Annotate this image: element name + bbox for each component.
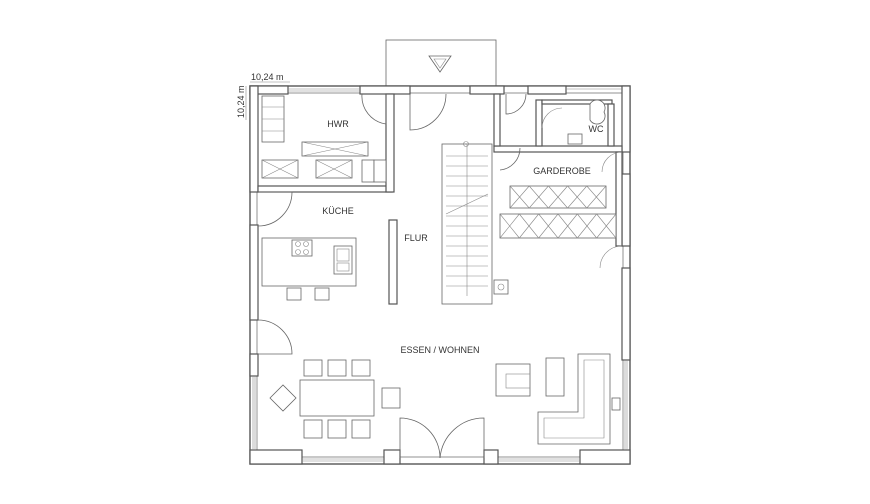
wc-furniture <box>567 99 606 145</box>
cabinet-hatch <box>577 213 597 239</box>
room-label-flur: FLUR <box>404 233 428 243</box>
cabinet-hatch <box>586 185 607 209</box>
cabinet-hatch <box>548 185 568 209</box>
outer-walls <box>249 85 631 465</box>
entrance-canopy <box>385 39 497 87</box>
cabinet-hatch <box>519 213 539 239</box>
cabinet-hatch <box>538 213 559 239</box>
room-label-kueche: KÜCHE <box>322 206 354 216</box>
cabinet-hatch <box>499 213 520 239</box>
cabinet-hatch <box>567 185 588 209</box>
dimension-labels: 10,24 m 10,24 m <box>236 72 290 120</box>
room-label-wc: WC <box>589 124 604 134</box>
dining-furniture <box>269 359 401 439</box>
cabinet-hatch <box>528 185 549 209</box>
kitchen-furniture <box>261 237 357 301</box>
room-label-garderobe: GARDEROBE <box>533 166 591 176</box>
cabinet-hatch <box>509 185 530 209</box>
room-label-essen-wohnen: ESSEN / WOHNEN <box>400 345 479 355</box>
hwr-furniture <box>261 95 387 183</box>
cabinet-hatch <box>557 213 578 239</box>
interior-walls <box>257 93 623 305</box>
staircase <box>441 141 509 305</box>
dimension-width: 10,24 m <box>251 72 284 82</box>
room-labels: HWR WC GARDEROBE KÜCHE FLUR ESSEN / WOHN… <box>322 119 604 355</box>
cabinet-hatch <box>596 213 617 239</box>
dimension-height: 10,24 m <box>236 85 246 118</box>
room-label-hwr: HWR <box>327 119 349 129</box>
doors <box>257 93 623 459</box>
living-furniture <box>495 353 621 445</box>
garderobe-cabinets <box>499 185 617 239</box>
